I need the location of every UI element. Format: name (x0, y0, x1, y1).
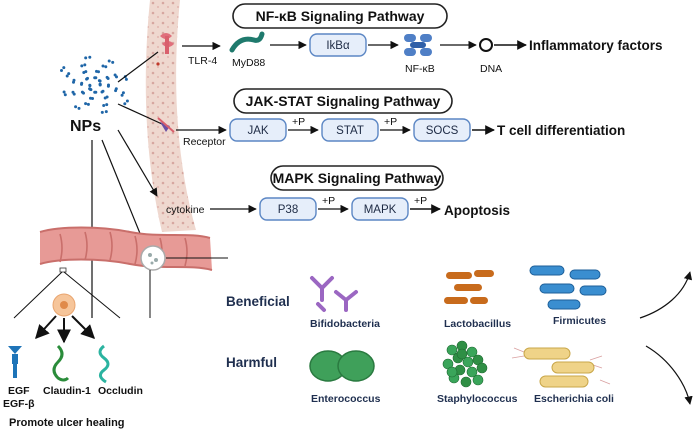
dna-label: DNA (480, 63, 502, 75)
arrow-cell-to-egf (35, 315, 57, 340)
intestine-illustration (39, 226, 213, 273)
escherichia-coli-label: Escherichia coli (534, 393, 614, 405)
apoptosis-output: Apoptosis (444, 203, 510, 218)
firmicutes-icon (529, 265, 607, 310)
nps-label: NPs (70, 118, 101, 135)
tlr4-receptor-icon (156, 33, 174, 66)
blood-vessel (145, 0, 196, 232)
inflammatory-output: Inflammatory factors (529, 38, 663, 53)
socs-label: SOCS (426, 125, 459, 137)
harmful-label: Harmful (226, 355, 277, 370)
mapk-title-box (270, 165, 444, 191)
nfkb-complex-icon (404, 34, 432, 56)
nfkb-title: NF-κB Signaling Pathway (256, 8, 425, 24)
tcell-output: T cell differentiation (497, 123, 625, 138)
lactobacillus-icon (444, 270, 494, 304)
occludin-label: Occludin (98, 385, 143, 397)
bifidobacteria-icon (310, 276, 358, 312)
socs-node (413, 118, 471, 142)
lactobacillus-label: Lactobacillus (444, 318, 511, 330)
bifidobacteria-label: Bifidobacteria (310, 318, 380, 330)
arrow-cell-to-occludin (71, 315, 95, 339)
line-barrier-right (63, 271, 121, 319)
myd88-protein-icon (229, 31, 265, 53)
egf-beta-label: EGF-β (3, 398, 35, 410)
ikba-label: IkBα (326, 40, 350, 52)
stat-node (321, 118, 379, 142)
firmicutes-label: Firmicutes (553, 315, 606, 327)
line-barrier-left (13, 271, 63, 319)
mapk-title: MAPK Signaling Pathway (273, 170, 442, 186)
mapk-output-phospho: +P (414, 195, 427, 207)
jakstat-title: JAK-STAT Signaling Pathway (246, 93, 441, 109)
staphylococcus-icon (442, 340, 488, 388)
enterococcus-label: Enterococcus (311, 393, 381, 405)
beneficial-label: Beneficial (226, 294, 290, 309)
decrease-arrow (645, 345, 693, 405)
occludin-icon (98, 344, 110, 384)
jakstat-title-box (233, 88, 453, 114)
jak-stat-phospho: +P (292, 116, 305, 128)
tlr4-label: TLR-4 (188, 55, 217, 67)
nfkb-title-box (232, 3, 448, 29)
enterococcus-icon (309, 350, 375, 382)
egf-label: EGF (8, 385, 30, 397)
receptor-icon (157, 117, 175, 133)
staphylococcus-label: Staphylococcus (437, 393, 518, 405)
jak-node (229, 118, 287, 142)
mapk-label: MAPK (364, 204, 397, 216)
nanoparticle-cluster-icon (60, 55, 129, 114)
cytokine-label: cytokine (166, 204, 205, 216)
increase-arrow (639, 271, 693, 319)
receptor-label: Receptor (183, 136, 226, 148)
claudin-1-icon (52, 344, 70, 382)
arrow-nps-to-cytokine (117, 129, 158, 197)
arrow-nps-to-tlr4 (117, 51, 159, 83)
myd88-label: MyD88 (232, 57, 265, 69)
promote-ulcer-healing: Promote ulcer healing (9, 417, 125, 429)
p38-node (259, 197, 317, 221)
dna-icon (479, 38, 493, 52)
claudin-label: Claudin-1 (43, 385, 91, 397)
p38-mapk-phospho: +P (322, 195, 335, 207)
egf-receptor-icon (8, 346, 22, 378)
ikba-node (309, 33, 367, 57)
nfkb-label: NF-κB (405, 63, 435, 75)
stat-label: STAT (336, 125, 364, 137)
p38-label: P38 (278, 204, 298, 216)
mapk-node (351, 197, 409, 221)
arrow-nps-to-receptor (117, 103, 163, 125)
jak-label: JAK (247, 125, 268, 137)
stat-socs-phospho: +P (384, 116, 397, 128)
escherichia-coli-icon (511, 347, 611, 388)
